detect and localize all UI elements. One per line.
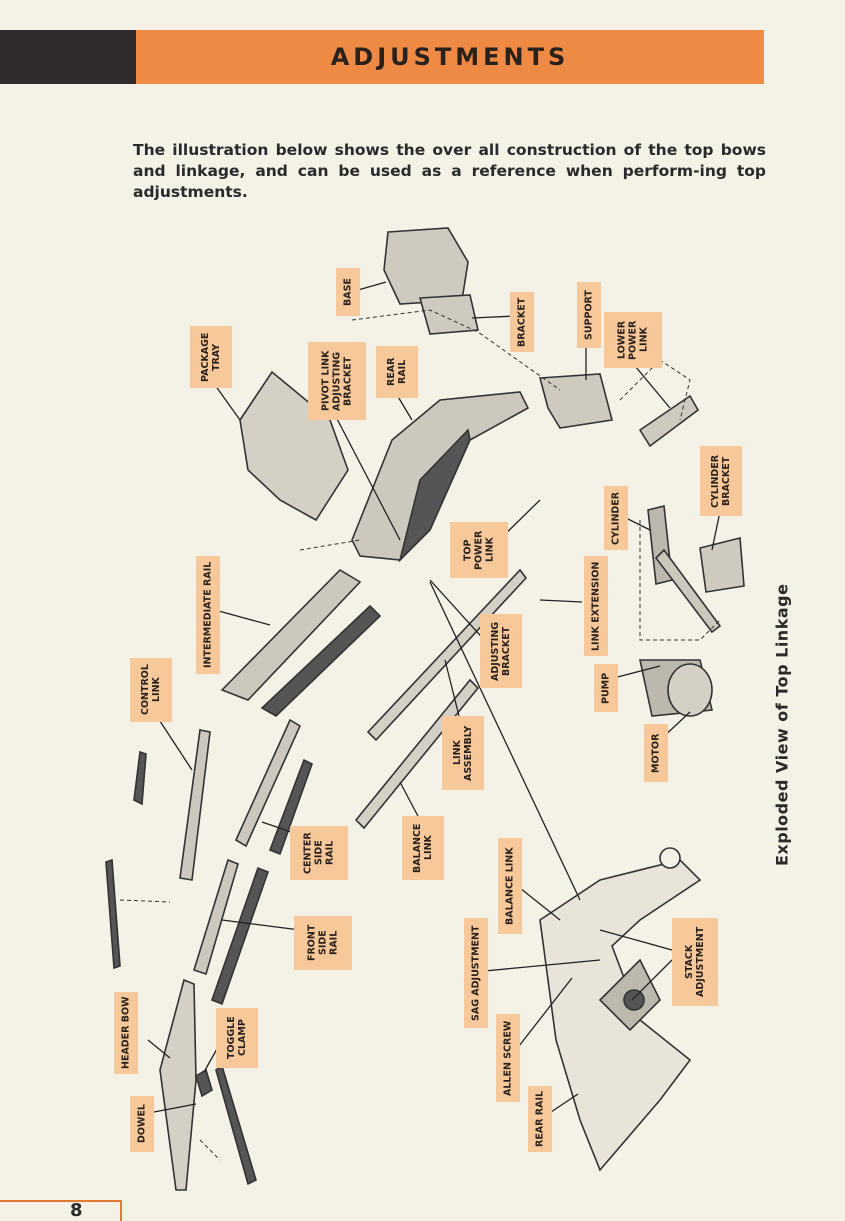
figure-caption: Exploded View of Top Linkage — [772, 583, 792, 867]
label-toggle-clamp: TOGGLE CLAMP — [216, 1008, 258, 1068]
label-center-side-rail: CENTER SIDE RAIL — [290, 826, 348, 880]
label-base: BASE — [336, 268, 360, 316]
label-cylinder-bracket: CYLINDER BRACKET — [700, 446, 742, 516]
header-dark-block — [0, 30, 136, 84]
label-balance-link-left: BALANCE LINK — [402, 816, 444, 880]
label-support: SUPPORT — [577, 282, 601, 348]
label-sag-adjustment: SAG ADJUSTMENT — [464, 918, 488, 1028]
intro-paragraph: The illustration below shows the over al… — [133, 141, 766, 201]
label-intermediate-rail: INTERMEDIATE RAIL — [196, 556, 220, 674]
label-dowel: DOWEL — [130, 1096, 154, 1152]
label-lower-power-link: LOWER POWER LINK — [604, 312, 662, 368]
label-control-link: CONTROL LINK — [130, 658, 172, 722]
label-pump: PUMP — [594, 664, 618, 712]
header-band: ADJUSTMENTS — [136, 30, 764, 84]
label-stack-adjustment: STACK ADJUSTMENT — [672, 918, 718, 1006]
page-title: ADJUSTMENTS — [330, 43, 570, 71]
label-link-assembly: LINK ASSEMBLY — [442, 716, 484, 790]
label-balance-link-detail: BALANCE LINK — [498, 838, 522, 934]
label-allen-screw: ALLEN SCREW — [496, 1014, 520, 1102]
label-motor: MOTOR — [644, 724, 668, 782]
label-top-power-link: TOP POWER LINK — [450, 522, 508, 578]
label-package-tray: PACKAGE TRAY — [190, 326, 232, 388]
label-front-side-rail: FRONT SIDE RAIL — [294, 916, 352, 970]
page-number: 8 — [70, 1200, 83, 1221]
label-pivot-link-adjusting-bracket: PIVOT LINK ADJUSTING BRACKET — [308, 342, 366, 420]
label-link-extension: LINK EXTENSION — [584, 556, 608, 656]
label-rear-rail-top: REAR RAIL — [376, 346, 418, 398]
page-number-box — [0, 1200, 122, 1221]
label-header-bow: HEADER BOW — [114, 992, 138, 1074]
label-rear-rail-detail: REAR RAIL — [528, 1086, 552, 1152]
label-cylinder: CYLINDER — [604, 486, 628, 550]
label-bracket: BRACKET — [510, 292, 534, 352]
label-adjusting-bracket: ADJUSTING BRACKET — [480, 614, 522, 688]
